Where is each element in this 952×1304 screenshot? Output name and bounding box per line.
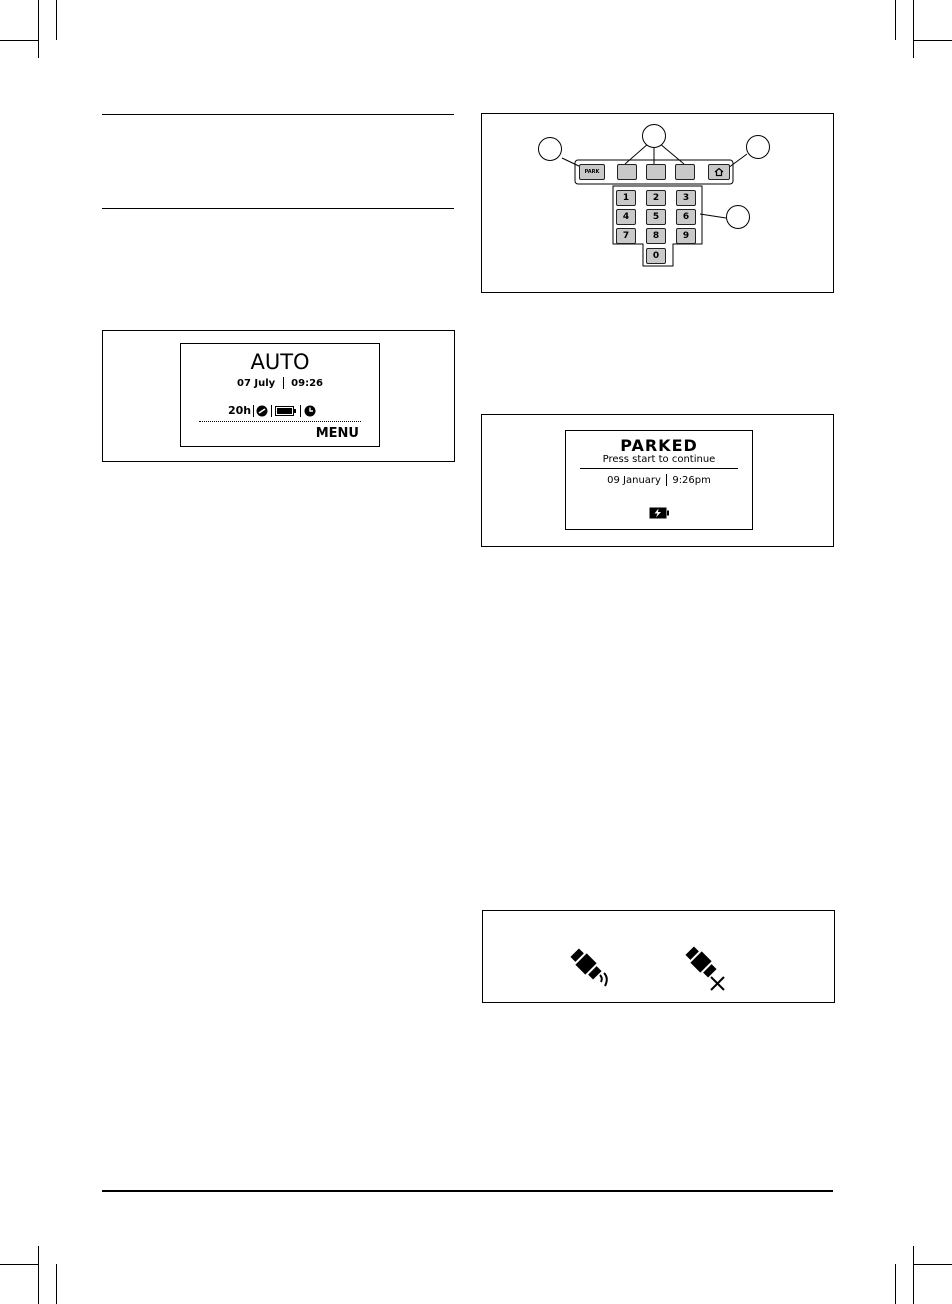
key-6[interactable]: 6 — [676, 209, 696, 225]
callout-1 — [538, 137, 562, 161]
parked-time: 9:26pm — [672, 475, 711, 486]
park-key[interactable]: PARK — [579, 164, 605, 180]
datetime-row: 07 July 09:26 — [181, 377, 379, 389]
satellite-signal-icon — [570, 948, 608, 987]
key-3[interactable]: 3 — [676, 190, 696, 206]
key-0[interactable]: 0 — [646, 248, 666, 264]
key-8[interactable]: 8 — [646, 228, 666, 244]
gps-icons-figure — [482, 910, 835, 1003]
key-9[interactable]: 9 — [676, 228, 696, 244]
callout-3 — [746, 135, 770, 159]
status-row: 20h — [228, 404, 316, 418]
dotted-divider — [199, 421, 361, 422]
menu-button[interactable]: MENU — [315, 426, 359, 441]
parked-display-figure: PARKED Press start to continue 09 Januar… — [481, 414, 834, 547]
parked-divider — [580, 468, 738, 469]
hours-value: 20h — [228, 404, 252, 417]
parked-display-screen: PARKED Press start to continue 09 Januar… — [565, 430, 753, 530]
keypad-figure: PARK 1 2 3 4 5 6 7 8 9 0 — [481, 113, 834, 293]
satellite-no-signal-icon — [685, 946, 725, 991]
home-key[interactable] — [708, 164, 730, 180]
selection-key-1[interactable] — [617, 164, 637, 180]
home-icon — [714, 167, 724, 177]
auto-display-screen: AUTO 07 July 09:26 20h MENU — [180, 343, 380, 447]
auto-display-figure: AUTO 07 July 09:26 20h MENU — [102, 330, 455, 462]
selection-key-2[interactable] — [646, 164, 666, 180]
key-5[interactable]: 5 — [646, 209, 666, 225]
key-2[interactable]: 2 — [646, 190, 666, 206]
key-1[interactable]: 1 — [616, 190, 636, 206]
time-value: 09:26 — [291, 378, 323, 389]
selection-key-3[interactable] — [675, 164, 695, 180]
key-4[interactable]: 4 — [616, 209, 636, 225]
parked-status: PARKED — [620, 436, 698, 455]
parked-datetime-row: 09 January 9:26pm — [566, 474, 752, 486]
callout-4 — [726, 205, 750, 229]
parked-instruction: Press start to continue — [602, 454, 716, 465]
footer-rule — [102, 1190, 833, 1192]
key-7[interactable]: 7 — [616, 228, 636, 244]
eco-icon — [256, 405, 268, 417]
charging-icon — [649, 506, 669, 524]
section-rule-top — [102, 114, 454, 115]
callout-2 — [642, 124, 666, 148]
date-value: 07 July — [237, 378, 276, 389]
clock-icon — [304, 405, 316, 417]
section-rule-bottom — [102, 208, 454, 209]
parked-date: 09 January — [607, 475, 661, 486]
mode-label: AUTO — [250, 350, 310, 374]
battery-icon — [275, 406, 297, 416]
